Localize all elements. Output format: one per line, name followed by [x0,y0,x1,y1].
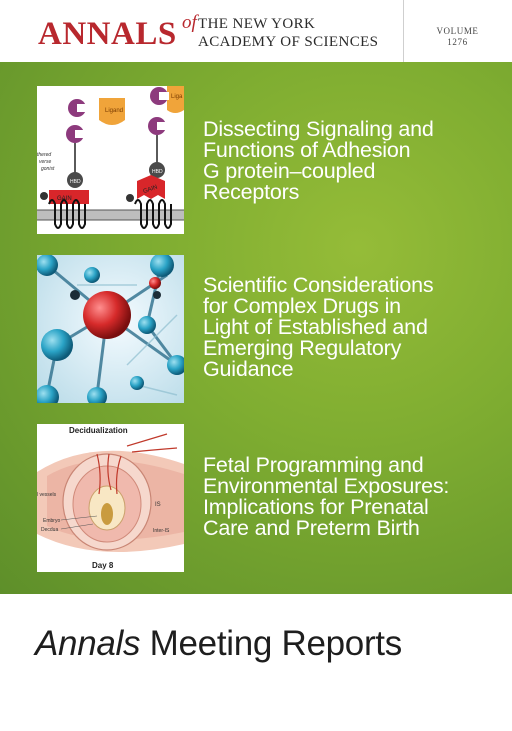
story-title-line: Light of Established and [203,315,428,339]
story-title-line: G protein–coupled [203,159,376,183]
series-footer: Annals Meeting Reports [0,594,512,731]
series-title: Annals Meeting Reports [35,626,402,661]
figure-label: GAIN [143,184,159,195]
decidualization-illustration: Decidualization l vessels Embryo Decdua … [37,424,184,572]
figure-label: GAIN [57,196,72,202]
brand-wordmark: ANNALS [38,16,177,52]
story-title-1[interactable]: Dissecting Signaling and Functions of Ad… [203,117,503,204]
figure-label: IS [155,502,161,508]
masthead: ANNALS of THE NEW YORK ACADEMY OF SCIENC… [0,0,512,62]
gpcr-diagram: Ligand Liga HBD GAIN thered verse gonist [37,86,184,234]
figure-label: Day 8 [92,561,114,570]
molecule-image-thumbnail [37,255,184,403]
story-title-line: Care and Preterm Birth [203,516,420,540]
story-title-line: for Complex Drugs in [203,294,401,318]
figure-label: Decidualization [69,426,128,435]
figure-label: gonist [41,166,55,172]
figure-label: Decdua [41,527,58,533]
series-title-italic: Annals [35,624,141,663]
story-title-line: Guidance [203,357,294,381]
figure-label: l vessels [37,492,57,498]
brand-line-1: THE NEW YORK [198,16,316,32]
figure-label: Embryo [43,518,60,524]
volume-label: VOLUME [436,26,479,36]
story-title-line: Implications for Prenatal [203,495,429,519]
figure-label: Inter-IS [153,528,170,534]
story-title-line: Dissecting Signaling and [203,117,434,141]
decidualization-illustration-thumbnail: Decidualization l vessels Embryo Decdua … [37,424,184,572]
story-title-line: Scientific Considerations [203,273,434,297]
story-title-line: Fetal Programming and [203,453,424,477]
volume-divider [403,0,404,62]
series-title-rest: Meeting Reports [140,624,403,663]
story-title-3[interactable]: Fetal Programming and Environmental Expo… [203,453,503,540]
story-title-line: Receptors [203,180,300,204]
feature-band: Ligand Liga HBD GAIN thered verse gonist [0,62,512,594]
brand-of: of [182,12,197,33]
figure-label: Liga [171,94,183,100]
molecule-image [37,255,184,403]
story-title-line: Functions of Adhesion [203,138,411,162]
volume-number: 1276 [447,37,468,47]
story-title-line: Environmental Exposures: [203,474,450,498]
figure-label: HBD [70,179,81,185]
figure-label: Ligand [105,108,123,114]
story-title-line: Emerging Regulatory [203,336,402,360]
figure-label: HBD [152,169,163,175]
brand-line-2: ACADEMY OF SCIENCES [198,34,379,50]
gpcr-diagram-thumbnail: Ligand Liga HBD GAIN thered verse gonist [37,86,184,234]
figure-label: verse [39,159,51,165]
story-title-2[interactable]: Scientific Considerations for Complex Dr… [203,273,503,381]
figure-label: thered [37,152,51,158]
